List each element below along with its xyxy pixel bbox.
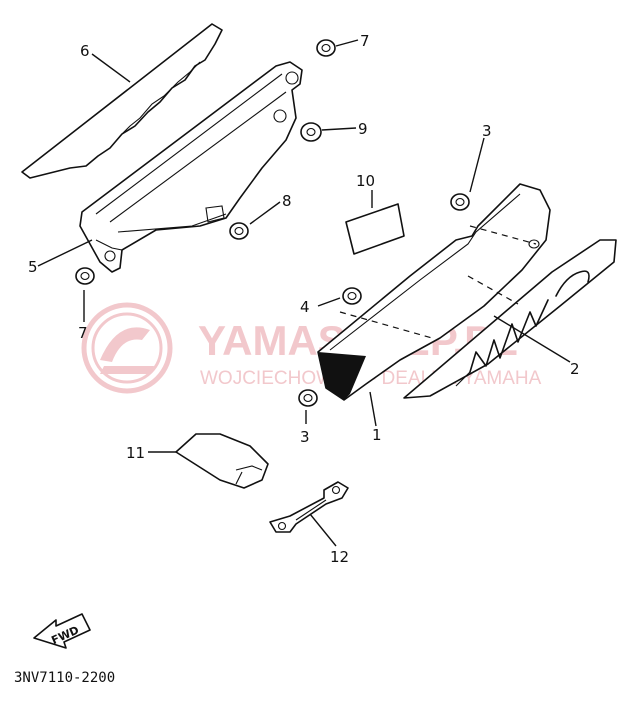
leader-lines [37, 39, 571, 547]
callout-3-top: 3 [482, 122, 492, 140]
watermark-logo-icon [81, 302, 173, 394]
part-11-cap [175, 433, 269, 489]
callout-10: 10 [356, 172, 375, 190]
callout-11: 11 [126, 444, 145, 462]
callout-7-top: 7 [360, 32, 370, 50]
diagram-code: 3NV7110-2200 [14, 670, 115, 686]
part-7-grommet-bottom [75, 267, 95, 285]
callout-5: 5 [28, 258, 38, 276]
callout-12: 12 [330, 548, 349, 566]
part-3-grommet-top [450, 193, 470, 211]
part-5-bracket [79, 61, 303, 273]
part-8-grommet [229, 222, 249, 240]
part-1-side-cover [317, 183, 551, 401]
callout-4: 4 [300, 298, 310, 316]
callout-1: 1 [372, 426, 382, 444]
part-12-strap [269, 481, 349, 533]
callout-labels: 1 2 3 3 4 5 6 7 7 8 9 10 11 12 [28, 32, 580, 566]
part-6-panel [21, 23, 223, 179]
part-10-label [345, 203, 405, 255]
callout-6: 6 [80, 42, 90, 60]
part-9-collar [300, 122, 322, 142]
part-2-decal [403, 239, 617, 399]
callout-9: 9 [358, 120, 368, 138]
part-4-grommet [342, 287, 362, 305]
callout-2: 2 [570, 360, 580, 378]
callout-7-bottom: 7 [78, 324, 88, 342]
part-7-grommet-top [316, 39, 336, 57]
fwd-arrow-icon: FWD [33, 613, 91, 649]
part-3-grommet-bottom [298, 389, 318, 407]
callout-3-bottom: 3 [300, 428, 310, 446]
callout-8: 8 [282, 192, 292, 210]
